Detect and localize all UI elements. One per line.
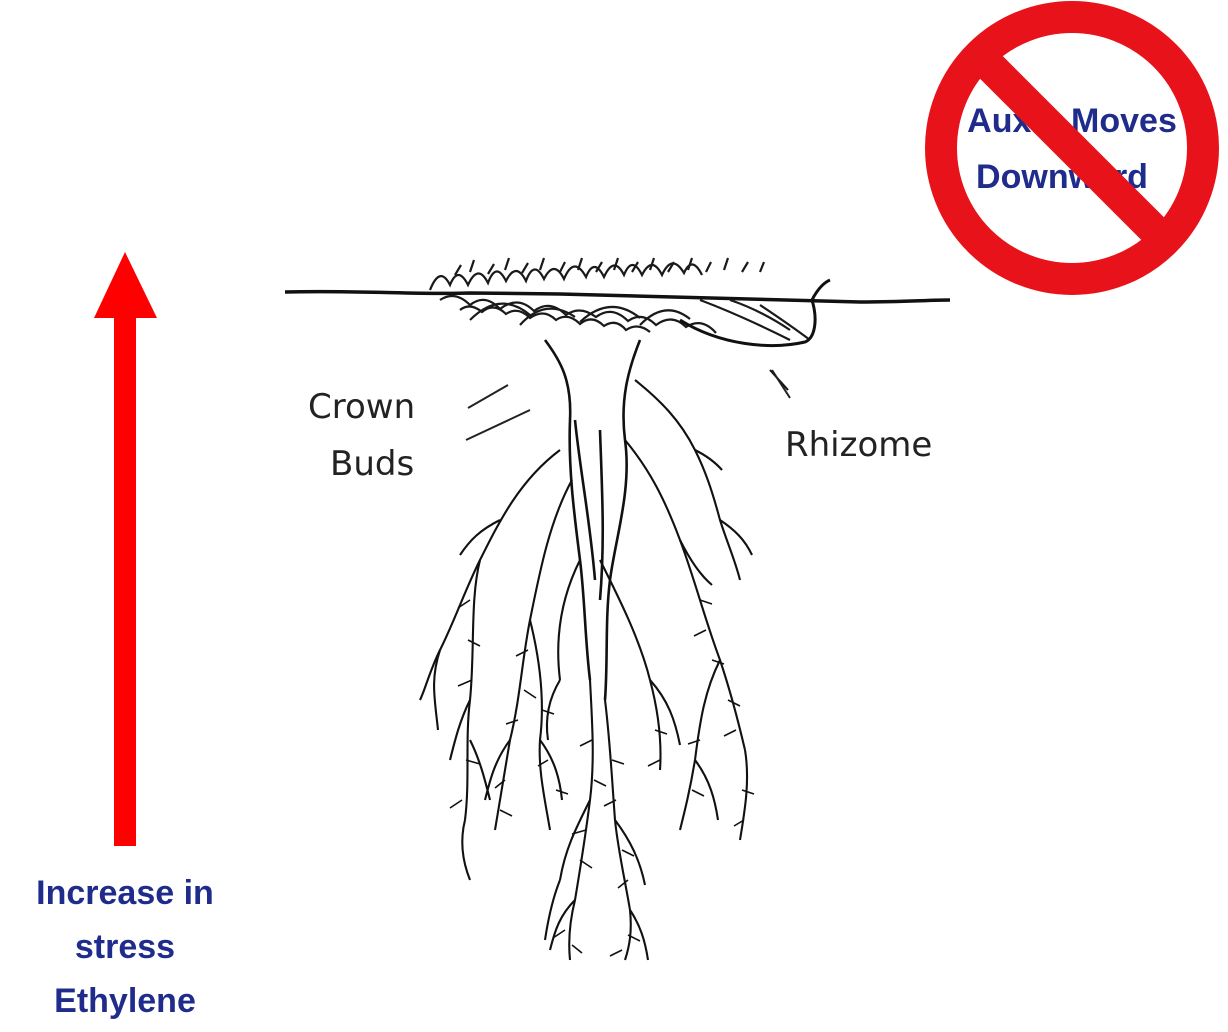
no-symbol-icon: Auxin Moves Downward xyxy=(0,0,1228,1032)
diagram-canvas: Increase in stress Ethylene xyxy=(0,0,1228,1032)
